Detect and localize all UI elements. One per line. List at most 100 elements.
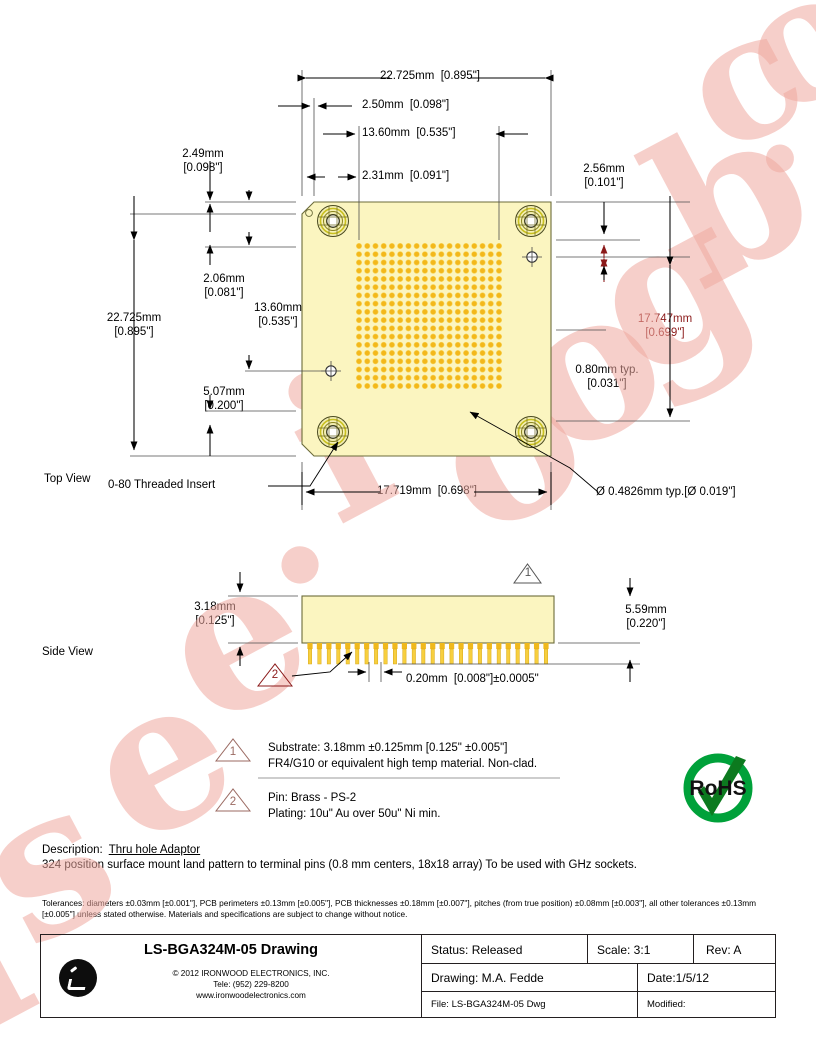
bga-pad [495,333,502,340]
bga-pad [413,333,420,340]
pin [335,643,341,665]
bga-pad [446,284,453,291]
bga-pad [430,317,437,324]
bga-pad [380,333,387,340]
bga-pad [479,382,486,389]
top-view-dimensions [278,74,554,505]
bga-pad [438,308,445,315]
bga-pad [388,317,395,324]
note-2-line-1: Pin: Brass - PS-2 [268,792,357,804]
bga-pad [364,284,371,291]
pin [467,643,474,665]
dim-2-49: 2.49mm [0.098"] [182,148,224,174]
bga-pad [405,251,412,258]
bga-pad [495,350,502,357]
bga-pad [495,251,502,258]
bga-pad [487,317,494,324]
pin [496,643,502,665]
bga-pad [454,308,461,315]
note-2-line-2: Plating: 10u" Au over 50u" Ni min. [268,808,441,820]
bga-pad [487,259,494,266]
bga-pad [405,292,412,299]
side-view-label: Side View [42,646,93,658]
bga-pad [479,317,486,324]
bga-pad [397,374,404,381]
bga-pad [495,243,502,250]
bga-pad [397,308,404,315]
bga-pad [454,382,461,389]
note-2-text: Pin: Brass - PS-2 Plating: 10u" Au over … [268,790,440,822]
bga-pad [454,358,461,365]
bga-pad [388,251,395,258]
bga-pad [487,292,494,299]
bga-pad [463,300,470,307]
bga-pad [479,350,486,357]
bga-pad [471,358,478,365]
company-logo [59,959,97,997]
bga-pad [446,251,453,258]
title-block: LS-BGA324M-05 Drawing © 2012 IRONWOOD EL… [40,934,776,1018]
pin [411,643,417,665]
tb-divider [693,935,694,963]
bga-pad [479,308,486,315]
bga-pad [454,374,461,381]
bga-pad [454,317,461,324]
bga-pad [372,284,379,291]
note-1-number: 1 [229,746,237,758]
bga-pad [487,333,494,340]
bga-pad [372,358,379,365]
bga-pad [380,341,387,348]
bga-pad [430,366,437,373]
bga-pad [438,341,445,348]
bga-pad [471,350,478,357]
bga-pad [397,366,404,373]
bga-pad [430,275,437,282]
bga-pad [446,341,453,348]
bga-pad [471,333,478,340]
note-2-number: 2 [229,796,237,808]
bga-pad [454,275,461,282]
bga-pad [388,259,395,266]
side-view-ext [228,595,640,682]
callout-leaders [268,411,599,493]
bga-pad [355,284,362,291]
bga-pad [471,267,478,274]
pin [533,643,540,665]
bga-pad [495,275,502,282]
bga-pad [446,325,453,332]
bga-pad [372,308,379,315]
bga-pad [438,382,445,389]
bga-pad [430,284,437,291]
dim-17-719: 17.719mm [0.698"] [377,485,477,497]
bga-pad [430,333,437,340]
bga-pad [438,358,445,365]
rohs-logo: RoHS [676,748,760,832]
rohs-icon: RoHS [683,753,753,823]
bga-pad [397,341,404,348]
bga-pad [405,341,412,348]
bga-pad [372,300,379,307]
bga-pad [355,251,362,258]
bga-pad [421,341,428,348]
bga-pad [372,374,379,381]
bga-pad [438,325,445,332]
modified-field: Modified: [647,999,686,1010]
tb-divider [587,935,588,963]
pin [382,643,389,665]
bga-pad [397,275,404,282]
bga-pad [446,308,453,315]
bga-pad [405,374,412,381]
pin [477,643,483,665]
bga-pad [430,358,437,365]
bga-pad [487,325,494,332]
pin [326,643,332,665]
callout-threaded-insert: 0-80 Threaded Insert [108,479,216,491]
bga-pad [405,259,412,266]
tb-divider [421,935,422,1017]
bga-pad [413,243,420,250]
dim-overall-width: 22.725mm [0.895"] [380,70,480,82]
bga-pad [364,243,371,250]
threaded-insert [316,204,350,238]
pin [505,643,511,665]
